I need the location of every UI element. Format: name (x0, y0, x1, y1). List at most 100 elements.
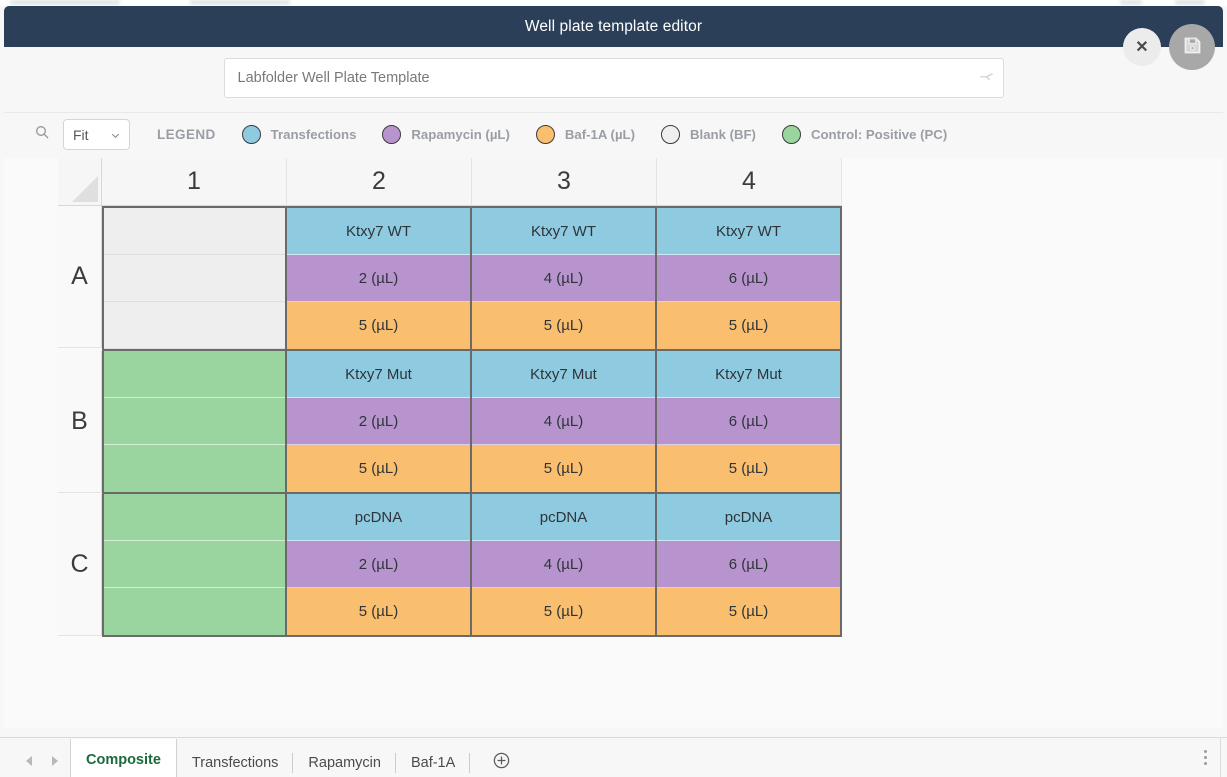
tab-separator (394, 753, 396, 773)
tab-separator (292, 753, 294, 773)
well-line-2[interactable]: 5 (µL) (472, 302, 655, 349)
select-all-corner[interactable] (58, 158, 102, 206)
well-line-1[interactable]: 4 (µL) (472, 541, 655, 588)
well-line-1[interactable]: 4 (µL) (472, 255, 655, 302)
legend-item-1[interactable]: Rapamycin (µL) (382, 125, 510, 144)
well-line-2[interactable]: 5 (µL) (657, 302, 840, 349)
tab-label: Composite (86, 751, 161, 768)
modal-titlebar: Well plate template editor (4, 6, 1223, 47)
well-line-1[interactable] (104, 398, 285, 445)
well-line-0[interactable]: Ktxy7 WT (472, 208, 655, 255)
well-line-0[interactable]: Ktxy7 Mut (287, 351, 470, 398)
well-line-0[interactable]: pcDNA (287, 494, 470, 541)
legend-item-4[interactable]: Control: Positive (PC) (781, 125, 948, 144)
column-header-4[interactable]: 4 (657, 158, 842, 206)
well-line-2[interactable] (104, 445, 285, 492)
well-line-0[interactable] (104, 351, 285, 398)
well-line-1[interactable]: 2 (µL) (287, 398, 470, 445)
well-line-1[interactable]: 6 (µL) (657, 255, 840, 302)
well-line-2[interactable]: 5 (µL) (287, 588, 470, 635)
legend-item-2[interactable]: Baf-1A (µL) (535, 125, 635, 144)
well-line-2[interactable] (104, 588, 285, 635)
legend-title: LEGEND (157, 127, 216, 142)
modal-title: Well plate template editor (524, 17, 703, 35)
well-line-0[interactable] (104, 494, 285, 541)
well-line-1[interactable]: 2 (µL) (287, 255, 470, 302)
well-line-0[interactable]: pcDNA (657, 494, 840, 541)
well-line-2[interactable]: 5 (µL) (472, 588, 655, 635)
column-header-3[interactable]: 3 (472, 158, 657, 206)
well-line-0[interactable]: Ktxy7 Mut (472, 351, 655, 398)
well-line-1[interactable] (104, 255, 285, 302)
row-header-A[interactable]: A (58, 206, 102, 348)
search-icon[interactable] (34, 124, 50, 145)
well-line-2[interactable] (104, 302, 285, 349)
well-line-1[interactable]: 4 (µL) (472, 398, 655, 445)
well-plate-editor-modal: Well plate template editor ✕ (0, 6, 1227, 777)
well-line-1[interactable]: 6 (µL) (657, 398, 840, 445)
close-button[interactable]: ✕ (1123, 28, 1161, 66)
well-line-2[interactable]: 5 (µL) (657, 588, 840, 635)
well-B1[interactable] (102, 351, 287, 494)
well-line-0[interactable] (104, 208, 285, 255)
save-floppy-icon (1182, 35, 1203, 59)
well-line-0[interactable]: Ktxy7 WT (287, 208, 470, 255)
row-header-C[interactable]: C (58, 494, 102, 636)
window-controls: ✕ (1123, 24, 1215, 70)
legend-toolbar: Fit50%75%100%125%150% LEGEND Transfectio… (4, 112, 1223, 156)
chevron-right-icon[interactable] (52, 756, 58, 766)
tab-rapamycin[interactable]: Rapamycin (293, 743, 396, 777)
well-C1[interactable] (102, 494, 287, 637)
legend-item-label: Baf-1A (µL) (564, 127, 635, 142)
legend-color-dot (241, 125, 261, 144)
well-line-1[interactable] (104, 541, 285, 588)
template-name-input[interactable] (223, 58, 1004, 98)
well-line-1[interactable]: 2 (µL) (287, 541, 470, 588)
save-button[interactable] (1169, 24, 1215, 70)
chevron-left-icon[interactable] (26, 756, 32, 766)
legend-item-3[interactable]: Blank (BF) (661, 125, 756, 144)
wrench-icon[interactable] (978, 69, 995, 91)
legend-item-label: Blank (BF) (690, 127, 756, 142)
well-line-0[interactable]: pcDNA (472, 494, 655, 541)
legend-color-dot (781, 125, 801, 144)
well-line-0[interactable]: Ktxy7 Mut (657, 351, 840, 398)
well-line-2[interactable]: 5 (µL) (472, 445, 655, 492)
well-line-2[interactable]: 5 (µL) (657, 445, 840, 492)
well-A1[interactable] (102, 206, 287, 351)
legend-item-label: Rapamycin (µL) (411, 127, 510, 142)
well-line-1[interactable]: 6 (µL) (657, 541, 840, 588)
vertical-scrollbar[interactable] (1220, 738, 1221, 777)
tab-separator (469, 753, 471, 773)
column-header-1[interactable]: 1 (102, 158, 287, 206)
zoom-level-select[interactable]: Fit50%75%100%125%150% (63, 119, 130, 150)
well-line-2[interactable]: 5 (µL) (287, 302, 470, 349)
legend-color-dot (382, 125, 402, 144)
add-sheet-button[interactable] (470, 743, 533, 777)
legend-item-label: Transfections (270, 127, 357, 142)
legend-item-0[interactable]: Transfections (241, 125, 357, 144)
tab-baf-1a[interactable]: Baf-1A (396, 743, 471, 777)
tab-composite[interactable]: Composite (70, 739, 177, 777)
well-line-2[interactable]: 5 (µL) (287, 445, 470, 492)
well-line-0[interactable]: Ktxy7 WT (657, 208, 840, 255)
row-header-B[interactable]: B (58, 351, 102, 493)
column-header-2[interactable]: 2 (287, 158, 472, 206)
tab-transfections[interactable]: Transfections (177, 743, 294, 777)
legend-item-label: Control: Positive (PC) (810, 127, 948, 142)
kebab-menu-icon[interactable] (1204, 750, 1207, 765)
